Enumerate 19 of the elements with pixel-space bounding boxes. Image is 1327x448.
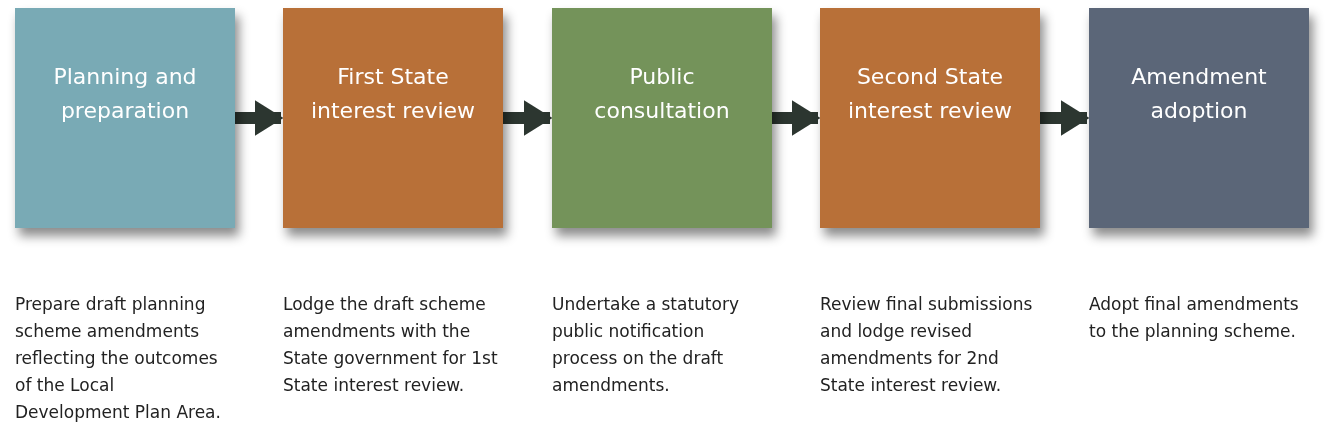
step-title: Amendment adoption (1130, 63, 1268, 125)
step-description: Undertake a statutory public notification process on the draft amendments. (552, 293, 740, 397)
step-description: Prepare draft planning scheme amendments reflecting the outcomes of the Local Development Plan Area. (15, 293, 222, 424)
arrow (503, 100, 553, 136)
process-box (283, 8, 503, 228)
process-box (15, 8, 235, 228)
step-description: Review final submissions and lodge revised amendments for 2nd State interest review. (820, 293, 1034, 397)
step-description: Lodge the draft scheme amendments with the State government for 1st State interest review. (283, 293, 499, 397)
process-box (1089, 8, 1309, 228)
step-title: Second State interest review (846, 63, 1014, 125)
step-title: First State interest review (309, 63, 477, 125)
arrow (235, 100, 284, 136)
step-title: Public consultation (593, 63, 731, 125)
step-title: Planning and preparation (52, 63, 198, 125)
process-box (552, 8, 772, 228)
arrow (1040, 100, 1090, 136)
process-box (820, 8, 1040, 228)
step-description: Adopt final amendments to the planning scheme. (1089, 293, 1300, 343)
arrow (772, 100, 821, 136)
